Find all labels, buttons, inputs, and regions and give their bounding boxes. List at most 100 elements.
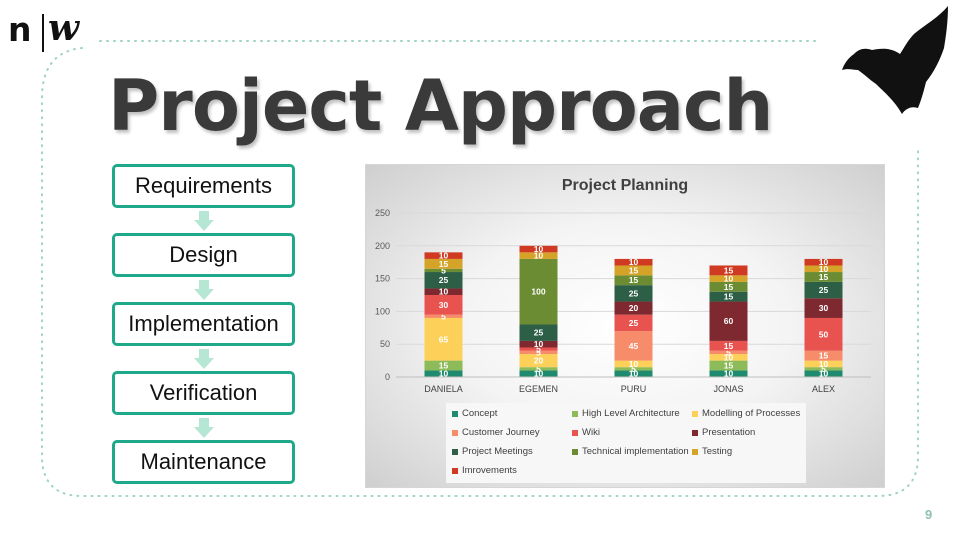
- data-label: 10: [629, 359, 639, 369]
- data-label: 15: [819, 272, 829, 282]
- data-label: 10: [534, 244, 544, 254]
- data-label: 20: [534, 356, 544, 366]
- data-label: 10: [819, 257, 829, 267]
- data-label: 10: [724, 352, 734, 362]
- bar-segment: [709, 360, 748, 371]
- data-label: 10: [534, 369, 544, 379]
- data-label: 5: [441, 311, 446, 321]
- bar-segment: [804, 317, 843, 351]
- bar-segment: [614, 370, 653, 377]
- legend-swatch: [692, 410, 698, 417]
- legend-label: Presentation: [702, 427, 756, 438]
- legend-label: Project Meetings: [462, 446, 533, 457]
- legend-item: Imrovements: [452, 465, 517, 476]
- data-label: 15: [629, 275, 639, 285]
- data-label: 10: [439, 287, 449, 297]
- data-label: 5: [726, 347, 731, 357]
- bar-segment: [424, 288, 463, 295]
- bar-segment: [519, 347, 558, 351]
- bar-segment: [709, 301, 748, 341]
- y-tick-label: 0: [385, 372, 390, 382]
- step-verification: Verification: [112, 371, 295, 415]
- stacked-bar-chart: 050100150200250101565530102551510DANIELA…: [375, 208, 871, 394]
- legend-swatch: [572, 448, 578, 455]
- bar-segment: [519, 340, 558, 348]
- legend-label: Testing: [702, 446, 733, 457]
- bar-segment: [614, 301, 653, 315]
- bar-segment: [519, 370, 558, 377]
- step-design: Design: [112, 233, 295, 277]
- data-label: 10: [629, 369, 639, 379]
- x-tick-label: EGEMEN: [519, 384, 558, 394]
- legend-label: Technical implementation: [582, 446, 689, 457]
- bar-segment: [804, 258, 843, 266]
- bar-segment: [804, 370, 843, 377]
- bar-segment: [424, 272, 463, 289]
- bar-segment: [519, 252, 558, 259]
- data-label: 5: [536, 347, 541, 357]
- data-label: 10: [439, 369, 449, 379]
- y-tick-label: 150: [375, 274, 390, 284]
- data-label: 5: [631, 364, 636, 374]
- data-label: 30: [819, 303, 829, 313]
- data-label: 15: [724, 282, 734, 292]
- legend-item: Concept: [452, 408, 497, 419]
- logo-divider: [42, 14, 44, 52]
- legend-swatch: [452, 410, 458, 417]
- data-label: 25: [629, 288, 639, 298]
- bar-segment: [614, 265, 653, 276]
- legend-item: Modelling of Processes: [692, 408, 800, 419]
- data-label: 10: [439, 251, 449, 261]
- data-label: 10: [629, 257, 639, 267]
- page-title: Project Approach: [108, 65, 773, 147]
- bar-segment: [614, 360, 653, 368]
- bar-segment: [424, 360, 463, 371]
- bar-segment: [804, 298, 843, 318]
- data-label: 25: [819, 285, 829, 295]
- bar-segment: [424, 268, 463, 273]
- chart-legend: Concept High Level Architecture Modelling …: [446, 403, 806, 483]
- data-label: 50: [819, 329, 829, 339]
- legend-swatch: [692, 429, 698, 436]
- y-tick-label: 200: [375, 241, 390, 251]
- data-label: 15: [724, 361, 734, 371]
- bar-segment: [709, 350, 748, 355]
- y-tick-label: 50: [380, 339, 390, 349]
- bar-segment: [614, 258, 653, 266]
- bar-segment: [709, 275, 748, 282]
- data-label: 30: [439, 300, 449, 310]
- bar-segment: [614, 285, 653, 302]
- bar-segment: [424, 317, 463, 361]
- bar-segment: [709, 354, 748, 361]
- legend-swatch: [692, 448, 698, 455]
- bar-segment: [709, 370, 748, 377]
- legend-item: Testing: [692, 446, 732, 457]
- legend-swatch: [452, 448, 458, 455]
- bar-segment: [519, 354, 558, 368]
- legend-swatch: [572, 410, 578, 417]
- legend-item: Project Meetings: [452, 446, 533, 457]
- bar-segment: [804, 281, 843, 299]
- bar-segment: [709, 291, 748, 302]
- bar-segment: [709, 265, 748, 276]
- bar-segment: [614, 331, 653, 361]
- data-label: 15: [724, 292, 734, 302]
- step-implementation: Implementation: [112, 302, 295, 346]
- data-label: 15: [819, 351, 829, 361]
- data-label: 100: [531, 287, 545, 297]
- data-label: 5: [821, 364, 826, 374]
- step-maintenance: Maintenance: [112, 440, 295, 484]
- bar-segment: [709, 340, 748, 351]
- legend-item: High Level Architecture: [572, 408, 680, 419]
- bar-segment: [804, 265, 843, 273]
- arrow-down-icon: [194, 280, 214, 300]
- data-label: 25: [439, 275, 449, 285]
- data-label: 15: [439, 361, 449, 371]
- data-label: 5: [536, 344, 541, 354]
- bar-segment: [519, 367, 558, 371]
- x-tick-label: DANIELA: [424, 384, 463, 394]
- legend-label: High Level Architecture: [582, 408, 680, 419]
- data-label: 15: [724, 265, 734, 275]
- bar-segment: [519, 350, 558, 355]
- legend-swatch: [572, 429, 578, 436]
